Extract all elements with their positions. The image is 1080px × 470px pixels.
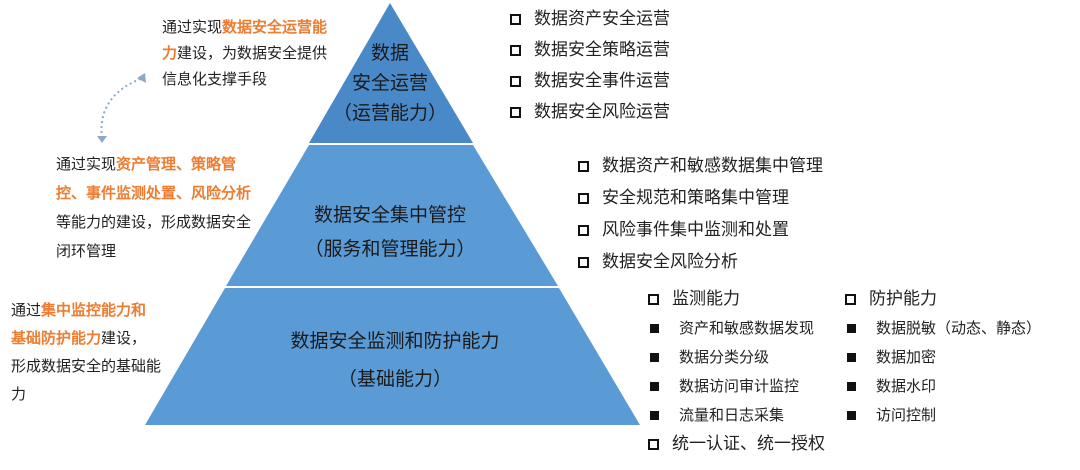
top-note: 通过实现数据安全运营能力建设，为数据安全提供信息化支撑手段 bbox=[162, 14, 332, 92]
checkbox-icon bbox=[578, 160, 589, 172]
list-item-label: 风险事件集中监测和处置 bbox=[602, 220, 789, 240]
bottom-tier-line1: 数据安全监测和防护能力 bbox=[290, 330, 500, 352]
bullet-icon bbox=[847, 411, 856, 420]
bullet-icon bbox=[847, 382, 856, 391]
list-item: 数据分类分级 bbox=[648, 343, 825, 372]
arrow-head-up bbox=[137, 73, 146, 83]
checkbox-icon bbox=[578, 192, 589, 204]
top-tier-list: 数据资产安全运营 数据安全策略运营 数据安全事件运营 数据安全风险运营 bbox=[510, 4, 670, 128]
list-item: 数据安全风险运营 bbox=[510, 97, 670, 128]
list-item: 数据资产安全运营 bbox=[510, 4, 670, 35]
list-item: 资产和敏感数据发现 bbox=[648, 314, 825, 343]
list-item-label: 数据脱敏（动态、静态） bbox=[876, 319, 1042, 337]
list-item-label: 数据水印 bbox=[876, 377, 937, 395]
note-highlight: 数据安全运营能力 bbox=[162, 18, 328, 62]
list-item-label: 统一认证、统一授权 bbox=[672, 434, 825, 454]
list-item-unified-auth: 统一认证、统一授权 bbox=[648, 430, 825, 459]
middle-tier-line2: （服务和管理能力） bbox=[304, 238, 476, 260]
list-item-label: 数据资产和敏感数据集中管理 bbox=[602, 156, 823, 176]
list-item-label: 数据加密 bbox=[876, 348, 937, 366]
checkbox-icon bbox=[648, 439, 659, 450]
note-highlight: 资产管理、策略管控、事件监测处置、风险分析 bbox=[56, 155, 252, 202]
checkbox-icon bbox=[510, 45, 521, 56]
list-item: 访问控制 bbox=[845, 401, 1041, 430]
list-item: 风险事件集中监测和处置 bbox=[578, 214, 823, 246]
bottom-note: 通过集中监控能力和基础防护能力建设，形成数据安全的基础能力 bbox=[11, 296, 161, 408]
list-item-label: 数据资产安全运营 bbox=[534, 9, 670, 29]
list-item-label: 数据访问审计监控 bbox=[679, 377, 800, 395]
checkbox-icon bbox=[845, 294, 856, 305]
list-item-label: 资产和敏感数据发现 bbox=[679, 319, 815, 337]
bullet-icon bbox=[650, 411, 659, 420]
list-item-label: 访问控制 bbox=[876, 406, 937, 424]
list-item-label: 数据安全风险运营 bbox=[534, 102, 670, 122]
list-title-label: 防护能力 bbox=[869, 289, 937, 309]
list-item-label: 数据分类分级 bbox=[679, 348, 770, 366]
top-tier-line2: 安全运营 bbox=[351, 72, 428, 94]
list-item: 数据水印 bbox=[845, 372, 1041, 401]
middle-tier-label: 数据安全集中管控 （服务和管理能力） bbox=[270, 198, 510, 266]
note-text: 通过 bbox=[11, 301, 42, 319]
list-item: 数据访问审计监控 bbox=[648, 372, 825, 401]
protect-title: 防护能力 bbox=[845, 285, 1041, 314]
checkbox-icon bbox=[578, 224, 589, 236]
list-item-label: 安全规范和策略集中管理 bbox=[602, 188, 789, 208]
checkbox-icon bbox=[648, 294, 659, 305]
note-text: 通过实现 bbox=[162, 18, 223, 36]
pyramid-top-tier bbox=[309, 3, 473, 143]
checkbox-icon bbox=[510, 107, 521, 118]
list-item: 安全规范和策略集中管理 bbox=[578, 182, 823, 214]
top-tier-line1: 数据 bbox=[370, 42, 409, 64]
checkbox-icon bbox=[510, 76, 521, 87]
list-item: 数据安全风险分析 bbox=[578, 246, 823, 278]
list-item: 流量和日志采集 bbox=[648, 401, 825, 430]
monitor-list: 监测能力 资产和敏感数据发现 数据分类分级 数据访问审计监控 流量和日志采集 统… bbox=[648, 285, 825, 459]
pyramid-middle-tier bbox=[226, 145, 558, 286]
bottom-tier-line2: （基础能力） bbox=[337, 368, 452, 390]
bullet-icon bbox=[847, 324, 856, 333]
top-tier-label: 数据 安全运营 （运营能力） bbox=[320, 38, 460, 128]
list-item-label: 流量和日志采集 bbox=[679, 406, 785, 424]
protect-list: 防护能力 数据脱敏（动态、静态） 数据加密 数据水印 访问控制 bbox=[845, 285, 1041, 430]
bullet-icon bbox=[650, 382, 659, 391]
list-item: 数据资产和敏感数据集中管理 bbox=[578, 150, 823, 182]
note-text: 建设，为数据安全提供信息化支撑手段 bbox=[162, 44, 328, 88]
list-item: 数据加密 bbox=[845, 343, 1041, 372]
bullet-icon bbox=[650, 353, 659, 362]
bullet-icon bbox=[650, 324, 659, 333]
pyramid-bottom-tier bbox=[145, 288, 640, 425]
list-title-label: 监测能力 bbox=[672, 289, 740, 309]
list-item-label: 数据安全事件运营 bbox=[534, 71, 670, 91]
list-item-label: 数据安全策略运营 bbox=[534, 40, 670, 60]
middle-note: 通过实现资产管理、策略管控、事件监测处置、风险分析等能力的建设，形成数据安全闭环… bbox=[56, 150, 252, 266]
list-item: 数据安全事件运营 bbox=[510, 66, 670, 97]
note-text: 建设，形成数据安全的基础能力 bbox=[11, 329, 162, 403]
checkbox-icon bbox=[578, 256, 589, 268]
checkbox-icon bbox=[510, 14, 521, 25]
arrow-head-down bbox=[97, 136, 107, 143]
bottom-tier-label: 数据安全监测和防护能力 （基础能力） bbox=[240, 322, 550, 398]
note-text: 等能力的建设，形成数据安全闭环管理 bbox=[56, 213, 252, 260]
list-item-label: 数据安全风险分析 bbox=[602, 252, 738, 272]
middle-tier-list: 数据资产和敏感数据集中管理 安全规范和策略集中管理 风险事件集中监测和处置 数据… bbox=[578, 150, 823, 278]
dotted-curved-arrow bbox=[100, 77, 144, 139]
list-item: 数据脱敏（动态、静态） bbox=[845, 314, 1041, 343]
note-highlight: 集中监控能力和基础防护能力 bbox=[11, 301, 147, 347]
list-item: 数据安全策略运营 bbox=[510, 35, 670, 66]
monitor-title: 监测能力 bbox=[648, 285, 825, 314]
top-tier-line3: （运营能力） bbox=[332, 102, 447, 124]
bullet-icon bbox=[847, 353, 856, 362]
middle-tier-line1: 数据安全集中管控 bbox=[313, 204, 466, 226]
note-text: 通过实现 bbox=[56, 155, 117, 173]
